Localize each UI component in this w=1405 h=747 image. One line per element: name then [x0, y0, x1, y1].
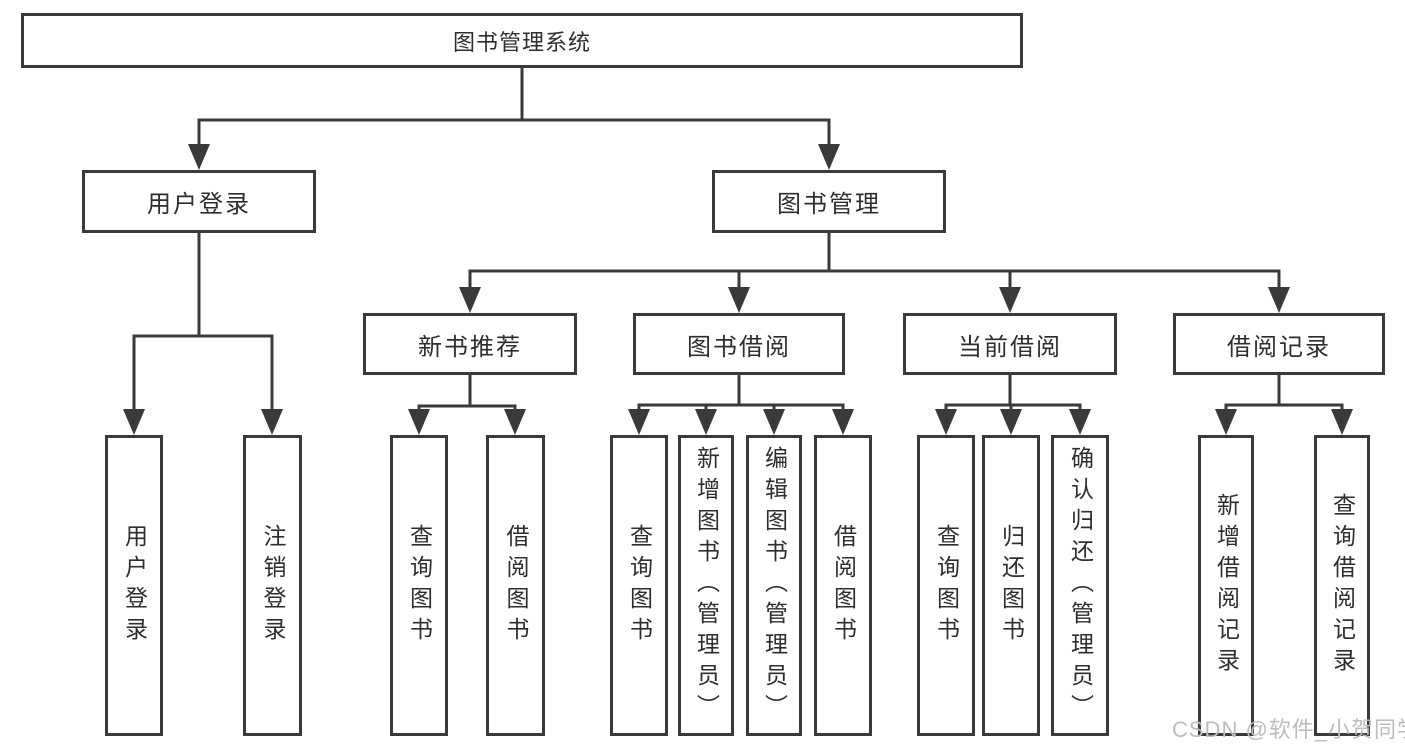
arrowhead-icon — [935, 409, 957, 435]
leaf-user-login: 用户登录 — [105, 435, 163, 736]
arrowhead-icon — [1331, 409, 1353, 435]
arrowhead-icon — [818, 144, 840, 170]
node-label: 图书借阅 — [687, 333, 791, 361]
node-label: 新增借阅记录 — [1213, 492, 1240, 679]
arrowhead-icon — [504, 409, 526, 435]
leaf-return-book: 归还图书 — [982, 435, 1040, 736]
leaf-borrow-books-2: 借阅图书 — [814, 435, 872, 736]
leaf-query-borrow-record: 查询借阅记录 — [1314, 435, 1370, 736]
leaf-query-books-1: 查询图书 — [390, 435, 448, 736]
node-label: 查询借阅记录 — [1329, 492, 1356, 679]
node-user-login: 用户登录 — [82, 170, 316, 233]
arrowhead-icon — [1268, 287, 1290, 313]
leaf-query-books-3: 查询图书 — [917, 435, 975, 736]
leaf-logout: 注销登录 — [243, 435, 302, 736]
arrowhead-icon — [832, 409, 854, 435]
arrowhead-icon — [999, 287, 1021, 313]
connector-bookmgmt-to-level2 — [468, 233, 1281, 290]
node-label: 借阅图书 — [503, 523, 529, 648]
arrowhead-icon — [188, 144, 210, 170]
leaf-edit-book-admin: 编辑图书（管理员） — [746, 435, 802, 736]
arrowhead-icon — [695, 409, 717, 435]
node-root: 图书管理系统 — [21, 13, 1023, 68]
node-label: 注销登录 — [260, 523, 286, 648]
leaf-confirm-return-admin: 确认归还（管理员） — [1051, 435, 1109, 736]
arrowhead-icon — [763, 409, 785, 435]
connector-newbooks-to-leaves — [417, 375, 517, 413]
watermark: CSDN @软件_小贺同学 — [1172, 717, 1405, 742]
node-current-borrow: 当前借阅 — [903, 313, 1117, 375]
node-borrow-records: 借阅记录 — [1173, 313, 1385, 375]
node-book-borrow: 图书借阅 — [633, 313, 845, 375]
arrowhead-icon — [123, 409, 145, 435]
arrowhead-icon — [459, 287, 481, 313]
node-label: 编辑图书（管理员） — [761, 446, 788, 725]
arrowhead-icon — [728, 287, 750, 313]
leaf-add-book-admin: 新增图书（管理员） — [678, 435, 734, 736]
node-label: 新增图书（管理员） — [693, 446, 720, 725]
node-label: 图书管理系统 — [452, 29, 591, 55]
node-label: 查询图书 — [406, 523, 433, 648]
node-label: 图书管理 — [777, 191, 881, 218]
node-label: 借阅记录 — [1227, 333, 1331, 361]
node-label: 查询图书 — [626, 523, 653, 648]
node-label: 当前借阅 — [958, 333, 1062, 361]
connector-records-to-leaves — [1224, 375, 1344, 413]
leaf-borrow-books-1: 借阅图书 — [486, 435, 545, 736]
leaf-add-borrow-record: 新增借阅记录 — [1198, 435, 1254, 736]
connector-userlogin-to-leaves — [132, 233, 274, 413]
arrowhead-icon — [408, 409, 430, 435]
connector-borrowing-to-leaves — [637, 375, 845, 413]
node-label: 查询图书 — [933, 523, 960, 648]
arrowhead-icon — [628, 409, 650, 435]
arrowhead-icon — [1069, 409, 1091, 435]
node-label: 归还图书 — [998, 523, 1025, 648]
arrowhead-icon — [1215, 409, 1237, 435]
leaf-query-books-2: 查询图书 — [610, 435, 668, 736]
arrowhead-icon — [1000, 409, 1022, 435]
node-label: 用户登录 — [147, 191, 251, 218]
arrowhead-icon — [261, 409, 283, 435]
node-label: 用户登录 — [121, 523, 148, 648]
connector-current-to-leaves — [944, 375, 1082, 413]
node-label: 借阅图书 — [830, 523, 857, 648]
node-book-management: 图书管理 — [712, 170, 946, 233]
connector-root-to-level1 — [197, 68, 831, 146]
node-label: 新书推荐 — [418, 333, 522, 361]
node-label: 确认归还（管理员） — [1067, 446, 1094, 725]
node-new-book-recommend: 新书推荐 — [363, 313, 577, 375]
